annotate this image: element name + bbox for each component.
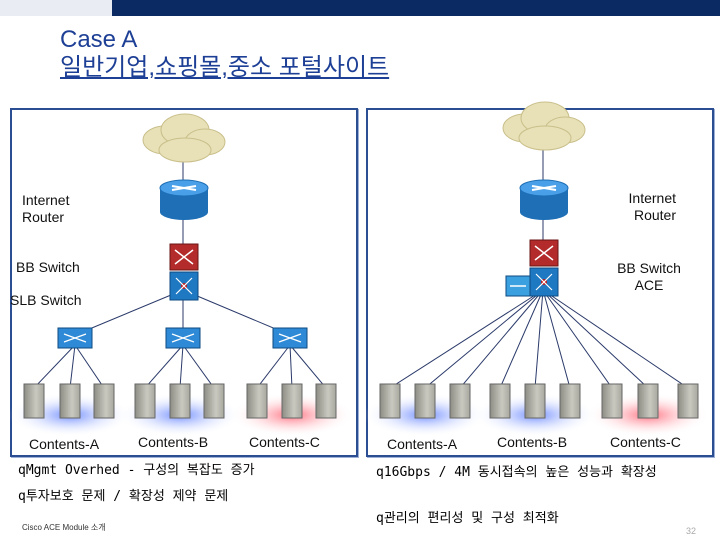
server-icon: [246, 383, 268, 419]
left-bullet-2: q투자보호 문제 / 확장성 제약 문제: [18, 488, 348, 505]
left-bullet-1-text: Mgmt Overhed - 구성의 복잡도 증가: [25, 463, 255, 478]
switch-icon: [272, 327, 308, 349]
left-contents-b: Contents-B: [138, 434, 209, 450]
server-icon: [134, 383, 156, 419]
firewall-icon: [169, 243, 199, 271]
right-bullet-2-text: 관리의 편리성 및 구성 최적화: [383, 511, 559, 526]
server-icon: [203, 383, 225, 419]
server-icon: [59, 383, 81, 419]
server-icon: [315, 383, 337, 419]
server-icon: [379, 383, 401, 419]
right-contents-b: Contents-B: [497, 434, 568, 450]
footer-text: Cisco ACE Module 소개: [22, 523, 106, 532]
bullet-icon: q: [376, 511, 384, 526]
top-bar-accent: [112, 0, 720, 16]
right-links: [389, 140, 689, 389]
right-bullet-2: q관리의 편리성 및 구성 최적화: [376, 510, 710, 527]
server-icon: [169, 383, 191, 419]
right-bullet-1: q16Gbps / 4M 동시접속의 높은 성능과 확장성: [376, 464, 710, 481]
server-icon: [601, 383, 623, 419]
right-bb-switch-label: BB Switch ACE: [617, 260, 681, 293]
server-icon: [489, 383, 511, 419]
bullet-icon: q: [376, 465, 384, 480]
ace-module-icon: [505, 275, 531, 297]
bullet-icon: q: [18, 463, 26, 478]
switch-icon: [57, 327, 93, 349]
left-contents-a: Contents-A: [29, 436, 100, 452]
router-icon: [519, 179, 569, 220]
server-icon: [414, 383, 436, 419]
left-bb-switch-label: BB Switch: [16, 259, 80, 275]
server-group-left-b: [134, 383, 225, 419]
router-icon: [159, 179, 209, 220]
left-internet-router-label: Internet Router: [22, 192, 70, 225]
switch-icon: [529, 267, 559, 297]
left-bullet-1: qMgmt Overhed - 구성의 복잡도 증가: [18, 462, 348, 479]
server-icon: [281, 383, 303, 419]
left-bullet-2-text: 투자보호 문제 / 확장성 제약 문제: [25, 489, 229, 504]
title-line1: Case A: [60, 26, 138, 53]
top-bar: [0, 0, 720, 16]
right-internet-router-label: Internet Router: [628, 190, 676, 223]
left-panel: [10, 108, 358, 457]
server-group-right-c: [601, 383, 699, 419]
server-icon: [524, 383, 546, 419]
server-group-left-a: [23, 383, 115, 419]
server-icon: [637, 383, 659, 419]
title-line2: 일반기업,쇼핑몰,중소 포털사이트: [60, 54, 390, 81]
cloud-icon: [502, 101, 586, 151]
left-contents-c: Contents-C: [249, 434, 320, 450]
left-slb-switch-label: SLB Switch: [10, 292, 82, 308]
page-title: Case A 일반기업,쇼핑몰,중소 포털사이트: [60, 26, 389, 82]
server-group-left-c: [246, 383, 337, 419]
cloud-icon: [142, 113, 226, 163]
server-icon: [559, 383, 581, 419]
server-group-right-a: [379, 383, 471, 419]
bullet-icon: q: [18, 489, 26, 504]
server-icon: [449, 383, 471, 419]
switch-icon: [169, 271, 199, 301]
switch-icon: [165, 327, 201, 349]
firewall-icon: [529, 239, 559, 267]
right-contents-c: Contents-C: [610, 434, 681, 450]
server-icon: [23, 383, 45, 419]
right-contents-a: Contents-A: [387, 436, 458, 452]
server-group-right-b: [489, 383, 581, 419]
server-icon: [677, 383, 699, 419]
page-number: 32: [686, 526, 697, 536]
right-bullet-1-text: 16Gbps / 4M 동시접속의 높은 성능과 확장성: [383, 465, 657, 480]
server-icon: [93, 383, 115, 419]
